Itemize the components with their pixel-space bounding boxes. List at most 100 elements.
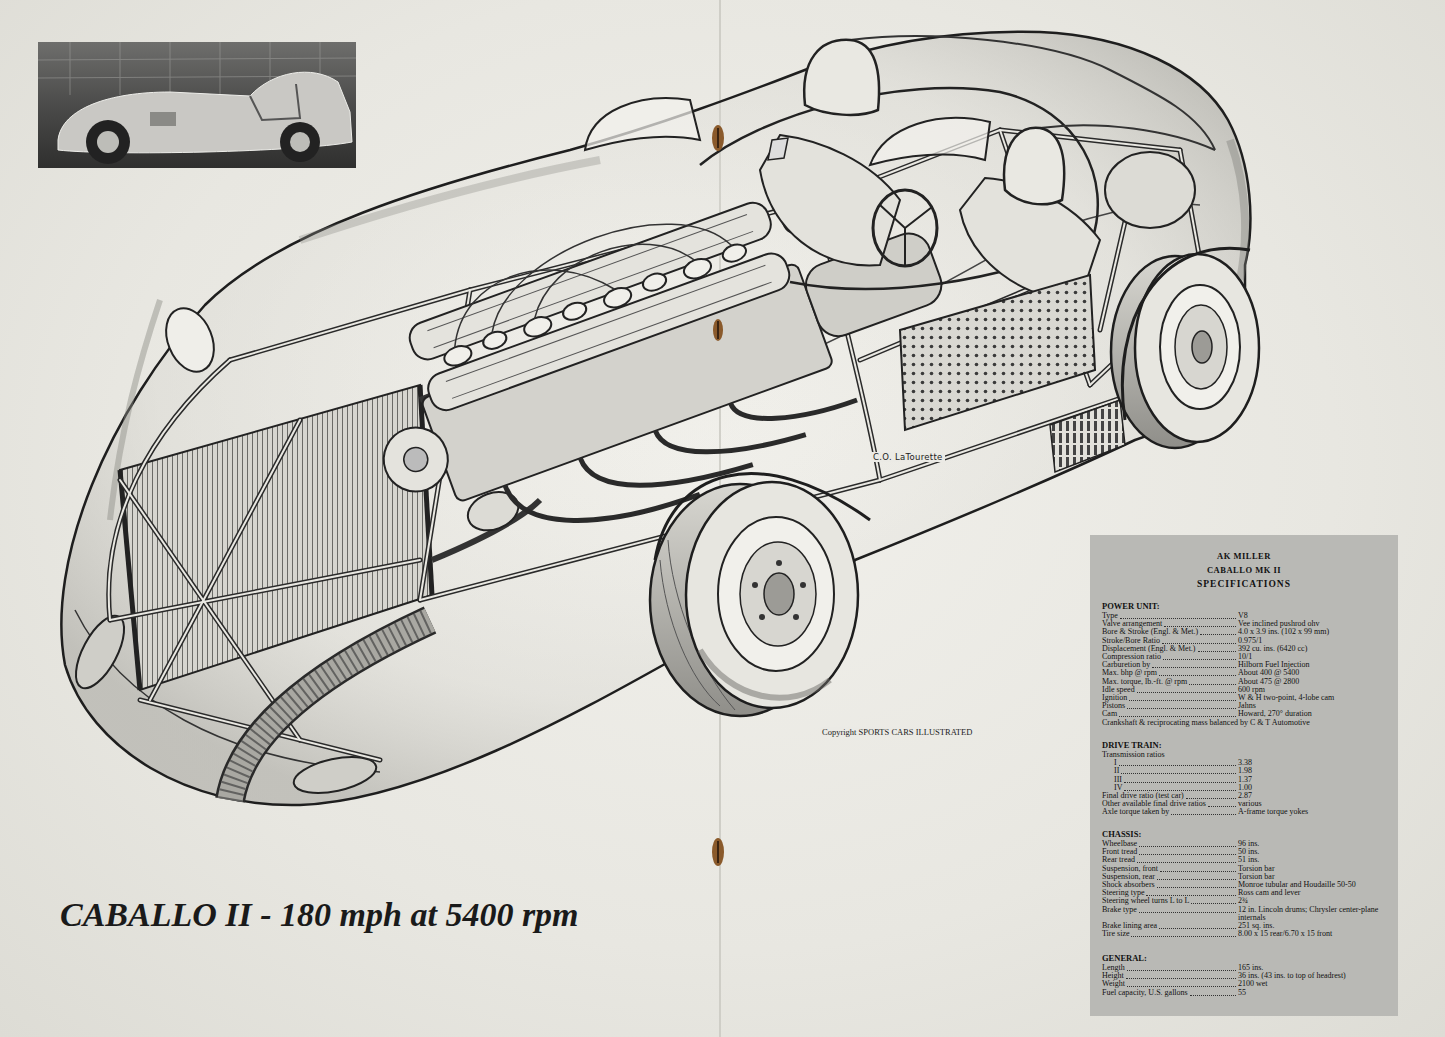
photo-cockpit: [250, 84, 300, 120]
spec-row: Compression ratio10/1: [1102, 653, 1388, 661]
dot-leader: [1127, 964, 1236, 971]
spec-label: Valve arrangement: [1102, 620, 1162, 628]
body-outline: [61, 32, 1250, 805]
spec-label: Pistons: [1102, 702, 1125, 710]
spec-label: Other available final drive ratios: [1102, 800, 1206, 808]
tube-outline: [109, 130, 1200, 760]
spec-label: Axle torque taken by: [1102, 808, 1169, 816]
copyright-note: Copyright SPORTS CARS ILLUSTRATED: [820, 727, 974, 737]
spec-value: 12 in. Lincoln drums; Chrysler center-pl…: [1238, 906, 1388, 922]
spec-label: Final drive ratio (test car): [1102, 792, 1184, 800]
dot-leader: [1137, 856, 1236, 863]
lug-nuts: [752, 560, 806, 620]
spec-row: III 1.37: [1102, 776, 1388, 784]
dot-leader: [1127, 980, 1236, 987]
injection-stacks: [441, 241, 749, 369]
spec-note: Crankshaft & reciprocating mass balanced…: [1102, 719, 1310, 727]
fuel-lines: [474, 195, 732, 333]
dot-leader: [1200, 628, 1236, 635]
pulley: [375, 418, 457, 500]
staple: [717, 841, 719, 863]
dot-leader: [1119, 710, 1236, 717]
duct-corrugation: [230, 620, 430, 800]
spec-row: Rear tread51 ins.: [1102, 856, 1388, 864]
spec-label: Stroke/Bore Ratio: [1102, 637, 1160, 645]
spec-row: Brake type12 in. Lincoln drums; Chrysler…: [1102, 906, 1388, 922]
injection-stacks: [481, 329, 509, 352]
duct-body: [230, 620, 430, 800]
section-heading: CHASSIS:: [1102, 829, 1388, 840]
spec-row: Suspension, frontTorsion bar: [1102, 865, 1388, 873]
car-body: [61, 32, 1250, 805]
spec-heading: AK MILLER: [1090, 549, 1398, 563]
tube-highlight: [110, 560, 420, 620]
lug-nuts: [752, 582, 758, 588]
spec-heading: CABALLO MK II: [1090, 563, 1398, 577]
dot-leader: [1191, 897, 1236, 904]
exhaust-pipes: [731, 362, 857, 441]
dot-leader: [1208, 800, 1236, 807]
spec-value: Torsion bar: [1238, 873, 1388, 881]
spec-label: Height: [1102, 972, 1124, 980]
spec-label: Tire size: [1102, 930, 1129, 938]
dot-leader: [1171, 808, 1236, 815]
dot-leader: [1198, 645, 1236, 652]
valve-cover-ribs: [427, 214, 771, 398]
dot-leader: [1139, 840, 1236, 847]
spec-row: Shock absorbersMonroe tubular and Houdai…: [1102, 881, 1388, 889]
cockpit: [585, 36, 1215, 300]
headrest: [804, 40, 879, 115]
spec-row: Crankshaft & reciprocating mass balanced…: [1102, 719, 1388, 727]
spec-row: Fuel capacity, U.S. gallons55: [1102, 989, 1388, 997]
title-heading: CABALLO II - 180 mph at 5400 rpm: [60, 898, 579, 932]
lug-nuts: [793, 614, 799, 620]
spec-label: Front tread: [1102, 848, 1137, 856]
spec-label: Steering type: [1102, 889, 1144, 897]
louver-grille: [1050, 400, 1125, 472]
spec-value: 2100 wet: [1238, 980, 1388, 988]
spec-section: DRIVE TRAIN:Transmission ratiosI3.38II1.…: [1102, 740, 1388, 817]
photo-hub: [290, 132, 310, 152]
dot-leader: [1157, 873, 1236, 880]
photo-fence: [220, 42, 221, 95]
spec-value: About 475 @ 2800: [1238, 678, 1388, 686]
spec-value: 3.38: [1238, 759, 1388, 767]
air-intake: [66, 609, 134, 696]
spec-value: 51 ins.: [1238, 856, 1388, 864]
spec-value: 1.37: [1238, 776, 1388, 784]
spec-label: Steering wheel turns L to L: [1102, 897, 1189, 905]
injection-stacks: [640, 271, 668, 294]
dot-leader: [1121, 767, 1236, 774]
steering-wheel: [873, 190, 937, 266]
spec-value: 55: [1238, 989, 1388, 997]
front-wheel: [650, 482, 858, 716]
injection-stacks: [601, 284, 633, 310]
spec-label: III: [1102, 776, 1122, 784]
dot-leader: [1160, 865, 1236, 872]
injection-stacks: [561, 300, 589, 323]
spec-label: Transmission ratios: [1102, 751, 1165, 759]
staple: [717, 128, 719, 148]
body-shading: [300, 160, 600, 240]
spec-value: Ross cam and lever: [1238, 889, 1388, 897]
spec-value: various: [1238, 800, 1388, 808]
rear-wheel: [1111, 254, 1259, 448]
spec-row: Other available final drive ratios variou…: [1102, 800, 1388, 808]
tube-frame: [109, 130, 1200, 760]
photo-number-patch: [150, 112, 176, 126]
pulley-hub: [400, 444, 431, 475]
dot-leader: [1139, 906, 1236, 913]
tire-shading: [700, 650, 830, 698]
spec-value: 4.0 x 3.9 ins. (102 x 99 mm): [1238, 628, 1388, 636]
dot-leader: [1127, 702, 1236, 709]
dot-leader: [1189, 678, 1236, 685]
spec-label: Ignition: [1102, 694, 1127, 702]
wheel-arch: [1122, 248, 1250, 420]
perforated-panel: [900, 275, 1095, 430]
spec-row: TypeV8: [1102, 612, 1388, 620]
valve-cover: [424, 249, 794, 415]
spec-label: Max. bhp @ rpm: [1102, 669, 1157, 677]
dot-leader: [1159, 922, 1236, 929]
injection-stacks: [442, 343, 474, 369]
windscreen: [585, 98, 700, 150]
